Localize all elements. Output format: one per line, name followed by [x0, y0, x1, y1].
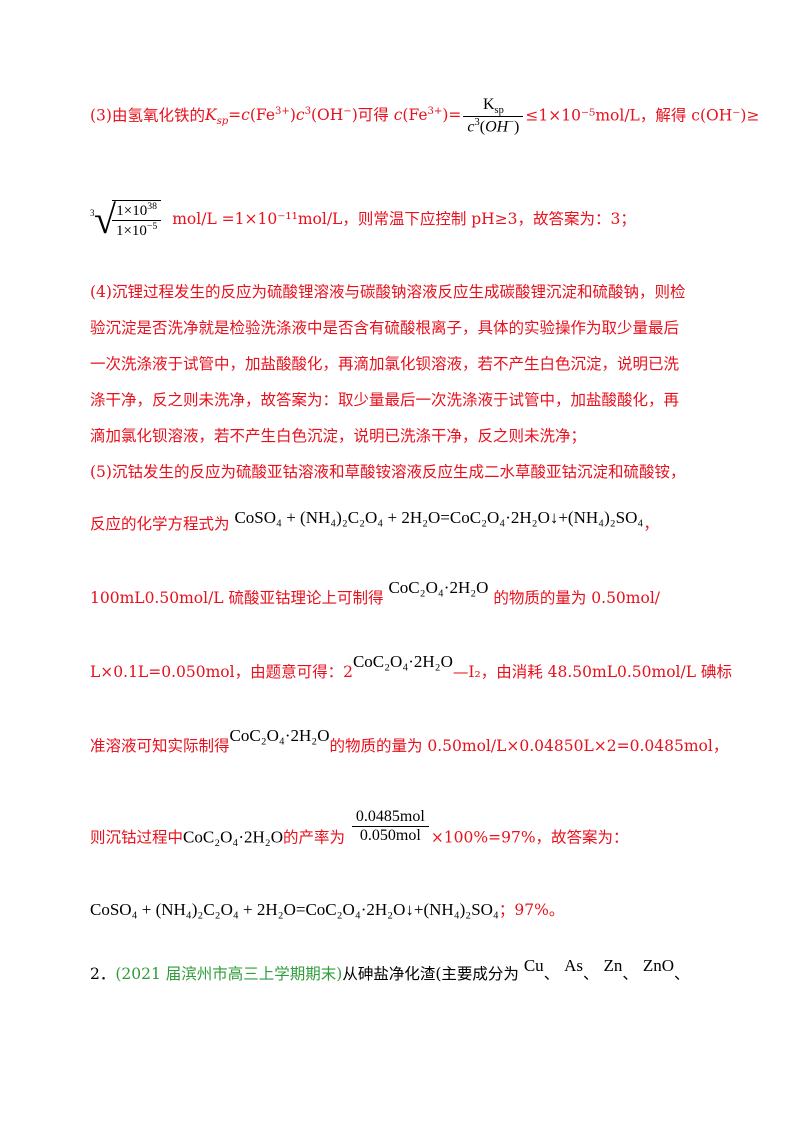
p4-line2: 验沉淀是否洗净就是检验洗涤液中是否含有硫酸根离子，具体的实验操作为取少量最后	[90, 319, 680, 337]
p5-line5: 准溶液可知实际制得CoC₂O₄·2H₂O的物质的量为 0.50mol/L×0.0…	[90, 726, 729, 756]
p5-line4: L×0.1L=0.050mol，由题意可得：2CoC₂O₄·2H₂O—I₂，由消…	[90, 652, 732, 682]
sep: 、	[583, 965, 599, 983]
root-den: 1×10	[115, 222, 147, 239]
text: ≤1×10⁻⁵mol/L，解得 c(OH⁻)≥	[525, 106, 760, 125]
compound: CoC₂O₄·2H₂O	[183, 827, 283, 847]
text: L×0.1L=0.050mol，由题意可得：2	[90, 663, 353, 681]
p3-line1: (3)由氢氧化铁的Ksp=c(Fe3+)c3(OH−)可得 c(Fe3+)=Ks…	[90, 96, 759, 137]
text: 反应的化学方程式为	[90, 515, 230, 533]
p4-line5: 滴加氯化钡溶液，若不产生白色沉淀，说明已洗涤干净，反之则未洗净；	[90, 427, 587, 445]
frac-num-sub: sp	[494, 105, 504, 117]
compound: CoC₂O₄·2H₂O	[229, 726, 330, 745]
frac-num: K	[482, 96, 495, 113]
text: 100mL0.50mol/L 硫酸亚钴理论上可制得	[90, 589, 384, 607]
sep: 、	[543, 965, 560, 983]
item-cu: Cu	[523, 956, 544, 975]
p5-line7: CoSO₄ + (NH₄)₂C₂O₄ + 2H₂O=CoC₂O₄·2H₂O↓+(…	[90, 898, 564, 920]
p5-line2: 反应的化学方程式为 CoSO₄ + (NH₄)₂C₂O₄ + 2H₂O=CoC₂…	[90, 508, 659, 534]
ksp-sub: sp	[216, 116, 229, 128]
text: 的物质的量为 0.50mol/L×0.04850L×2=0.0485mol，	[329, 737, 729, 755]
root-den-exp: −5	[146, 220, 158, 232]
text: —I₂，由消耗 48.50mL0.50mol/L 碘标	[452, 663, 732, 681]
q2-line: 2．(2021 届滨州市高三上学期期末)从砷盐净化渣(主要成分为 Cu、 As、…	[90, 956, 690, 984]
question-number: 2．	[90, 965, 116, 983]
sep: 、	[622, 965, 638, 983]
text: mol/L =1×10⁻¹¹mol/L，则常温下应控制 pH≥3，故答案为：3；	[172, 209, 636, 228]
text: 从砷盐净化渣(主要成分为	[342, 965, 519, 983]
question-source: (2021 届滨州市高三上学期期末)	[115, 965, 343, 983]
text: =c(Fe3+)c3(OH−)可得 c(Fe3+)=	[228, 106, 462, 125]
text: 的物质的量为 0.50mol/	[493, 589, 661, 607]
equation: CoSO₄ + (NH₄)₂C₂O₄ + 2H₂O=CoC₂O₄·2H₂O↓+(…	[90, 900, 499, 919]
sep: 、	[674, 965, 690, 983]
compound: CoC₂O₄·2H₂O	[388, 578, 489, 597]
yield-den: 0.050mol	[351, 826, 429, 845]
p4-line1: (4)沉锂过程发生的反应为硫酸锂溶液与碳酸钠溶液反应生成碳酸锂沉淀和硫酸钠，则检	[90, 283, 686, 301]
p4-line4: 涤干净，反之则未洗净，故答案为：取少量最后一次洗涤液于试管中，加盐酸酸化，再	[90, 391, 680, 409]
text: ；97%。	[498, 901, 565, 919]
root-num: 1×10	[116, 202, 148, 219]
p5-line3: 100mL0.50mol/L 硫酸亚钴理论上可制得 CoC₂O₄·2H₂O 的物…	[90, 578, 661, 608]
p5-line1: (5)沉钴发生的反应为硫酸亚钴溶液和草酸铵溶液反应生成二水草酸亚钴沉淀和硫酸铵，	[90, 463, 686, 481]
equation: CoSO₄ + (NH₄)₂C₂O₄ + 2H₂O=CoC₂O₄·2H₂O↓+(…	[234, 508, 644, 527]
text: (3)由氢氧化铁的	[90, 106, 205, 125]
text: 准溶液可知实际制得	[90, 737, 230, 755]
text: ，	[643, 515, 659, 533]
text: 的产率为	[282, 828, 345, 847]
item-zn: Zn	[603, 956, 623, 975]
compound: CoC₂O₄·2H₂O	[352, 652, 453, 671]
item-as: As	[564, 956, 584, 975]
text: ×100%=97%，故答案为：	[430, 828, 629, 847]
item-zno: ZnO	[642, 956, 675, 975]
yield-num: 0.0485mol	[355, 808, 425, 825]
p4-line3: 一次洗涤液于试管中，加盐酸酸化，再滴加氯化钡溶液，若不产生白色沉淀，说明已洗	[90, 355, 680, 373]
text: 则沉钴过程中	[90, 828, 184, 847]
root-num-exp: 38	[147, 200, 157, 212]
ksp-symbol: K	[204, 106, 217, 125]
